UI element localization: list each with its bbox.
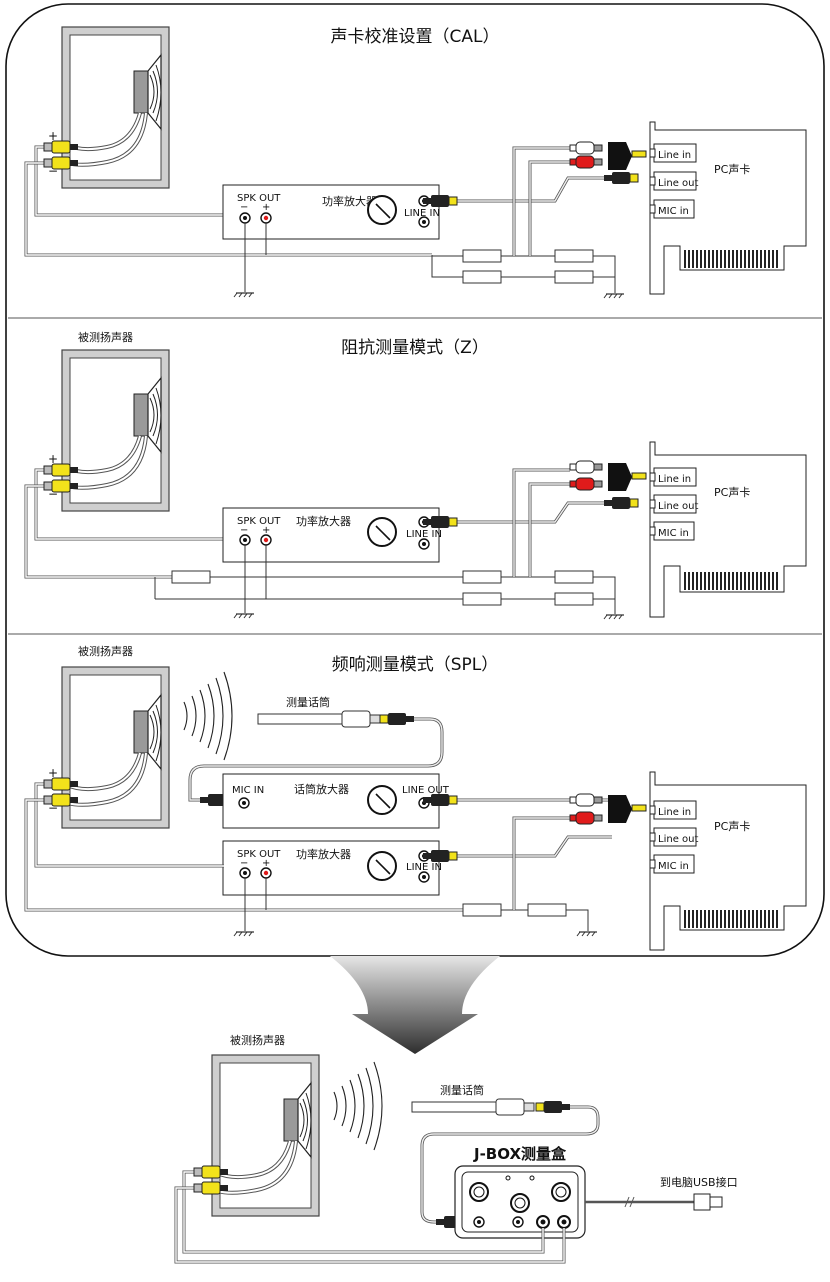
mic-label: 测量话筒 <box>286 695 330 709</box>
svg-text:+: + <box>48 452 58 466</box>
svg-text:PC声卡: PC声卡 <box>714 485 750 499</box>
panel-title: 频响测量模式（SPL） <box>332 655 499 675</box>
svg-text:LINE IN: LINE IN <box>406 862 442 873</box>
down-arrow-icon <box>330 956 500 1054</box>
svg-text:−: − <box>48 487 58 501</box>
mic-amp-label: 话筒放大器 <box>294 782 349 796</box>
port-line-in: Line in <box>658 150 691 161</box>
svg-text:Line in: Line in <box>658 807 691 818</box>
svg-text:MIC in: MIC in <box>658 861 689 872</box>
svg-text:+: + <box>48 766 58 780</box>
panel-z: 阻抗测量模式（Z） 被测扬声器 + − SPK OUT − + 功率放大器 LI… <box>24 330 807 620</box>
svg-text:Line out: Line out <box>658 501 698 512</box>
usb-plug-icon <box>693 1193 711 1211</box>
line-in-label: LINE IN <box>404 208 440 219</box>
svg-text:SPK OUT: SPK OUT <box>237 516 281 527</box>
svg-text:−: − <box>240 525 248 536</box>
svg-text:+: + <box>262 525 270 536</box>
mic-in-label: MIC IN <box>232 785 264 796</box>
knob-icon <box>367 851 397 881</box>
mic-amp-box <box>222 773 440 829</box>
plus-terminal: + <box>48 129 58 143</box>
knob-icon <box>367 517 397 547</box>
mic-label: 测量话筒 <box>440 1083 484 1097</box>
power-amp-box <box>222 184 440 240</box>
svg-text:−: − <box>240 202 248 213</box>
amp-label: 功率放大器 <box>322 194 377 208</box>
svg-text:−: − <box>48 801 58 815</box>
speaker-label: 被测扬声器 <box>230 1033 285 1047</box>
jbox-label: J-BOX测量盒 <box>473 1145 567 1163</box>
svg-text:SPK OUT: SPK OUT <box>237 849 281 860</box>
panel-cal: 声卡校准设置（CAL） + − SPK OUT − + 功率放大器 LINE I… <box>24 25 807 299</box>
speaker-icon <box>60 348 171 513</box>
speaker-label: 被测扬声器 <box>78 644 133 658</box>
speaker-icon <box>210 1053 321 1218</box>
power-amp-box <box>222 507 440 563</box>
speaker-label: 被测扬声器 <box>78 330 133 344</box>
usb-label: 到电脑USB接口 <box>660 1176 738 1189</box>
power-amp-box <box>222 840 440 896</box>
microphone-icon <box>411 1098 535 1116</box>
panel-title: 阻抗测量模式（Z） <box>341 338 489 358</box>
spk-out-label: SPK OUT <box>237 193 281 204</box>
svg-text:MIC in: MIC in <box>658 528 689 539</box>
line-out-label: LINE OUT <box>402 785 450 796</box>
port-line-out: Line out <box>658 178 698 189</box>
svg-text:+: + <box>262 858 270 869</box>
knob-icon <box>367 195 397 225</box>
port-mic-in: MIC in <box>658 206 689 217</box>
knob-icon <box>367 785 397 815</box>
svg-text:+: + <box>262 202 270 213</box>
speaker-icon <box>60 665 171 830</box>
svg-text:LINE IN: LINE IN <box>406 529 442 540</box>
svg-text:Line in: Line in <box>658 474 691 485</box>
svg-text:Line out: Line out <box>658 834 698 845</box>
svg-text:−: − <box>240 858 248 869</box>
panel-title: 声卡校准设置（CAL） <box>331 27 500 47</box>
panel-spl: 频响测量模式（SPL） 被测扬声器 测量话筒 MIC IN 话筒放大器 LINE… <box>24 644 807 951</box>
minus-terminal: − <box>48 164 58 178</box>
jbox-setup: 被测扬声器 测量话筒 J-BOX测量盒 到电脑USB接口 <box>174 1033 738 1264</box>
soundcard-label: PC声卡 <box>714 162 750 176</box>
svg-text:PC声卡: PC声卡 <box>714 819 750 833</box>
sound-waves-icon <box>333 1061 383 1151</box>
speaker-icon <box>60 25 171 190</box>
svg-text:功率放大器: 功率放大器 <box>296 847 351 861</box>
svg-text:功率放大器: 功率放大器 <box>296 514 351 528</box>
